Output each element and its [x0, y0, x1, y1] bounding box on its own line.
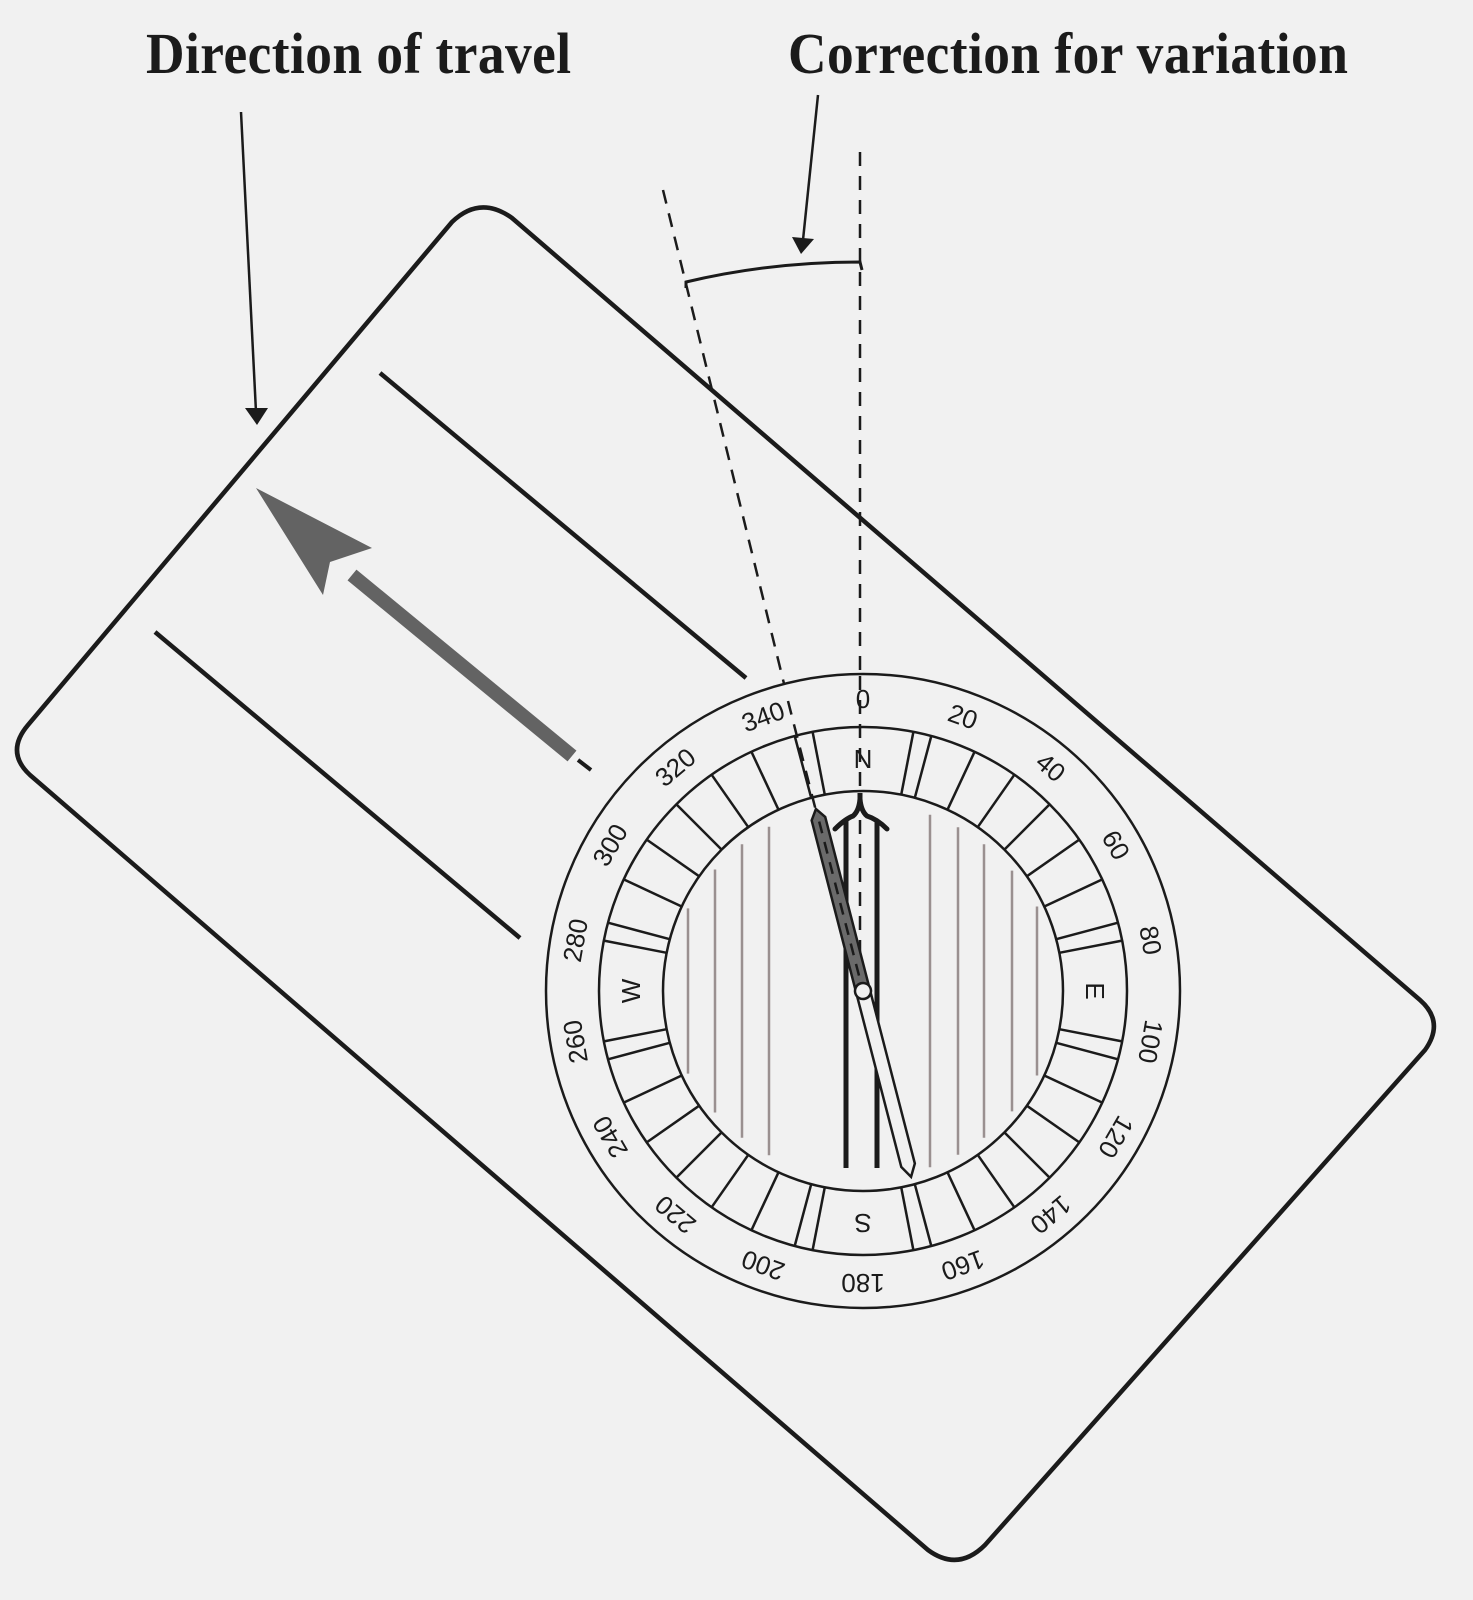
dial-tick-marks: [603, 731, 1123, 1251]
baseplate-guide-line-upper: [378, 371, 748, 680]
magnetic-north-dashed-line: [661, 189, 790, 701]
correction-for-variation-label: Correction for variation: [788, 21, 1349, 86]
cardinal-west: W: [616, 978, 646, 1003]
degree-label-180: 180: [841, 1268, 884, 1298]
degree-label-0: 0: [856, 684, 870, 714]
baseplate-outline: [14, 205, 1436, 1563]
cardinal-south: S: [854, 1208, 871, 1238]
cardinal-east: E: [1080, 982, 1110, 999]
variation-pointer-arrow: [792, 94, 820, 254]
needle-pivot: [853, 981, 873, 1001]
baseplate-guide-line-lower: [153, 630, 522, 940]
cardinal-north: N: [854, 744, 873, 774]
orienting-arrow: [832, 793, 890, 1168]
degree-label-80: 80: [1133, 923, 1168, 957]
dial-cardinal-letters: N E S W: [616, 744, 1110, 1238]
degree-label-100: 100: [1132, 1018, 1169, 1066]
direction-of-travel-arrow: [256, 488, 593, 772]
variation-angle-arc: [684, 260, 864, 288]
direction-pointer-arrow: [239, 111, 268, 425]
degree-label-280: 280: [557, 916, 594, 964]
degree-label-260: 260: [557, 1018, 594, 1066]
meridian-lines: [686, 814, 1039, 1168]
magnetic-needle: [810, 806, 917, 1180]
magnetic-dashed-on-dial: [786, 700, 818, 812]
direction-of-travel-label: Direction of travel: [146, 21, 572, 86]
dial-middle-ring: [597, 725, 1129, 1257]
